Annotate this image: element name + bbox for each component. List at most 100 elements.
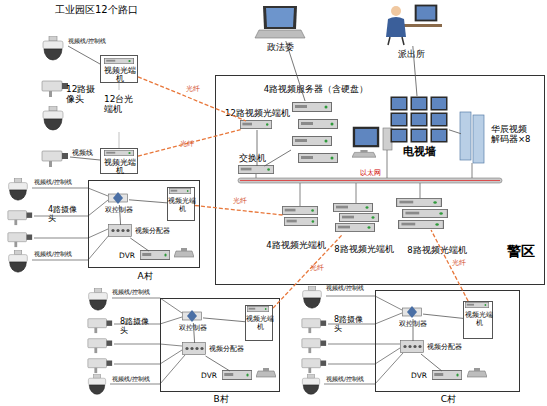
video-wire xyxy=(34,229,108,238)
connector xyxy=(257,130,258,166)
police-zone: 警区12路视频光端机4路视频服务器（含硬盘）交换机电视墙华辰视频解码器×84路视… xyxy=(215,75,545,285)
video-splitter: 视频分配器 xyxy=(109,225,133,238)
video-wire xyxy=(32,188,108,196)
annotation-label: 视频线/控制线 xyxy=(112,289,172,296)
edge-label: 光纤 xyxy=(180,141,194,149)
bus-drop xyxy=(472,163,473,178)
dome-camera xyxy=(43,36,63,60)
device-icon xyxy=(282,206,317,214)
optical-transceiver: 4路视频光端机 xyxy=(283,207,319,227)
device-icon xyxy=(247,306,268,311)
box-camera xyxy=(8,211,32,225)
annotation-label: 视频线/控制线 xyxy=(34,251,94,258)
node-label: C村 xyxy=(376,394,521,404)
video-wire xyxy=(70,157,100,160)
optical-transceiver: 视频光端机 xyxy=(100,148,138,174)
group-line xyxy=(119,83,120,90)
box-camera xyxy=(302,339,326,353)
box-camera xyxy=(8,233,32,247)
annotation-label: 视频线/控制线 xyxy=(112,376,172,383)
device-icon xyxy=(284,217,317,225)
controller-icon xyxy=(109,192,128,204)
dvr-icon xyxy=(140,251,169,260)
bus-drop xyxy=(420,183,421,198)
dvr-unit: DVR xyxy=(433,371,463,381)
dome-camera xyxy=(43,106,63,130)
controller-icon xyxy=(183,310,202,322)
tv-screen xyxy=(411,113,428,127)
device-icon xyxy=(240,120,271,128)
dome-camera xyxy=(9,178,28,200)
server-icon xyxy=(299,154,338,163)
device-icon xyxy=(104,150,133,155)
connector xyxy=(449,130,461,134)
device-icon xyxy=(340,213,379,221)
annotation-label: 12路摄像头 xyxy=(66,84,98,104)
box-camera xyxy=(88,339,112,353)
switch-icon xyxy=(238,165,273,173)
video-wire xyxy=(328,348,400,364)
edge-label: 光纤 xyxy=(186,86,200,94)
box-camera xyxy=(88,319,112,333)
annotation-label: 视频线/控制线 xyxy=(68,38,128,45)
optical-transceiver: 视频光端机 xyxy=(100,55,138,83)
video-splitter: 视频分配器 xyxy=(401,341,425,354)
video-wire xyxy=(328,344,400,345)
police-station: 派出所 xyxy=(382,2,440,46)
group-line xyxy=(119,132,120,148)
monitor-icon xyxy=(415,5,438,22)
annotation-label: 视频线/控制线 xyxy=(326,376,386,383)
decoder-icon xyxy=(460,112,471,160)
box-camera xyxy=(42,151,68,167)
node-label: 视频分配器 xyxy=(135,228,180,236)
connector xyxy=(129,200,167,203)
connector xyxy=(286,41,305,101)
node-label: 视频光端机 xyxy=(168,198,196,214)
device-icon xyxy=(334,203,373,211)
node-label: 视频光端机 xyxy=(101,67,139,84)
dvr-unit: DVR xyxy=(141,251,171,261)
box-camera xyxy=(302,319,326,333)
person-legs xyxy=(388,37,404,45)
video-wire xyxy=(328,313,402,324)
connector xyxy=(264,150,291,166)
optical-transceiver: 视频光端机 xyxy=(463,301,493,339)
splitter-icon xyxy=(183,343,206,355)
person-body xyxy=(386,17,406,37)
node-label: 视频分配器 xyxy=(427,344,472,352)
node-label: 8路视频光端机 xyxy=(402,246,472,256)
tv-screen xyxy=(391,97,408,111)
dome-camera xyxy=(303,286,322,308)
edge-label: 光纤 xyxy=(452,260,466,268)
node-label: DVR xyxy=(201,372,223,380)
annotation-label: 以太网 xyxy=(360,170,400,178)
laptop-station: 政法委 xyxy=(255,5,305,41)
node-label: 12路视频光端机 xyxy=(225,109,305,119)
box-camera xyxy=(88,359,112,373)
node-label: 视频光端机 xyxy=(464,312,494,328)
fiber-link xyxy=(138,77,246,121)
decoder-icon xyxy=(473,115,484,163)
box-camera xyxy=(302,359,326,373)
node-label: 警区 xyxy=(496,244,546,260)
video-wire xyxy=(68,46,100,64)
connector xyxy=(193,323,194,343)
bus-drop xyxy=(256,174,257,178)
connector xyxy=(421,354,442,371)
tv-screen xyxy=(431,113,448,127)
server-icon xyxy=(293,137,332,146)
laptop-display xyxy=(266,8,294,27)
node-label: 8路视频光端机 xyxy=(329,245,399,255)
bus-drop xyxy=(356,183,357,203)
tv-screen xyxy=(391,129,408,143)
dome-camera xyxy=(9,250,28,272)
node-label: 双控制器 xyxy=(105,207,145,215)
node-label: 电视墙 xyxy=(389,146,449,158)
splitter-icon xyxy=(109,225,132,237)
device-icon xyxy=(397,198,442,206)
connector xyxy=(206,356,230,371)
laptop-base xyxy=(255,30,305,38)
video-wire xyxy=(114,317,182,324)
